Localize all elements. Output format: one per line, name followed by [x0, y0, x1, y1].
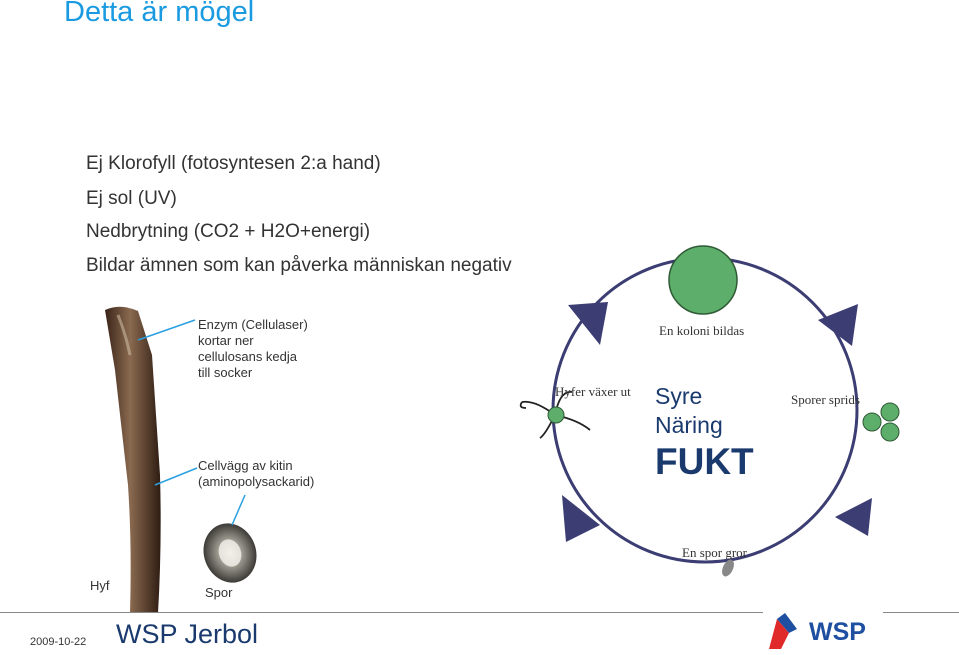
bullet-3: Nedbrytning (CO2 + H2O+energi): [86, 221, 371, 242]
center-syre: Syre: [655, 383, 703, 409]
center-fukt: FUKT: [655, 441, 754, 482]
wall-line-1: Cellvägg av kitin: [198, 458, 293, 473]
logo-text: WSP: [809, 618, 866, 646]
hyf-label: Hyf: [90, 578, 110, 593]
bullet-2: Ej sol (UV): [86, 188, 177, 209]
footer-date: 2009-10-22: [30, 636, 87, 648]
germinating-spore: [722, 559, 734, 577]
enzyme-line-4: till socker: [198, 365, 253, 380]
center-naring: Näring: [655, 412, 723, 438]
wall-line-2: (aminopolysackarid): [198, 474, 315, 489]
spore-germinates-label: En spor gror: [682, 545, 747, 560]
cell-wall-label: Cellvägg av kitin (aminopolysackarid): [198, 458, 314, 490]
enzyme-line-1: Enzym (Cellulaser): [198, 317, 308, 332]
spore-1: [880, 402, 900, 422]
arrow-right-bottom: [835, 498, 872, 536]
footer-divider: [0, 612, 959, 613]
spore-2: [880, 422, 900, 442]
hyphae-micrograph: [105, 306, 257, 613]
colony-label: En koloni bildas: [659, 323, 745, 338]
colony-circle: [668, 245, 738, 315]
footer-company: WSP Jerbol: [116, 619, 259, 649]
arrow-left-bottom: [562, 495, 600, 542]
enzyme-label: Enzym (Cellulaser) kortar ner cellulosan…: [198, 317, 308, 381]
spores-spread-label: Sporer sprids: [791, 392, 860, 407]
wsp-logo: WSP: [763, 609, 883, 653]
spore-3: [862, 412, 882, 432]
spore-with-hyphae: [547, 406, 565, 424]
slide-title: Detta är mögel: [64, 0, 255, 28]
enzyme-line-2: kortar ner: [198, 333, 254, 348]
enzyme-line-3: cellulosans kedja: [198, 349, 298, 364]
bullet-1: Ej Klorofyll (fotosyntesen 2:a hand): [86, 153, 381, 174]
spor-label: Spor: [205, 585, 233, 600]
arrow-left-top: [568, 302, 608, 345]
mold-life-cycle-diagram: [519, 245, 900, 577]
arrow-right-top: [818, 304, 858, 346]
bullet-4: Bildar ämnen som kan påverka människan n…: [86, 255, 512, 276]
hyphae-grow-label: Hyfer växer ut: [555, 384, 631, 399]
